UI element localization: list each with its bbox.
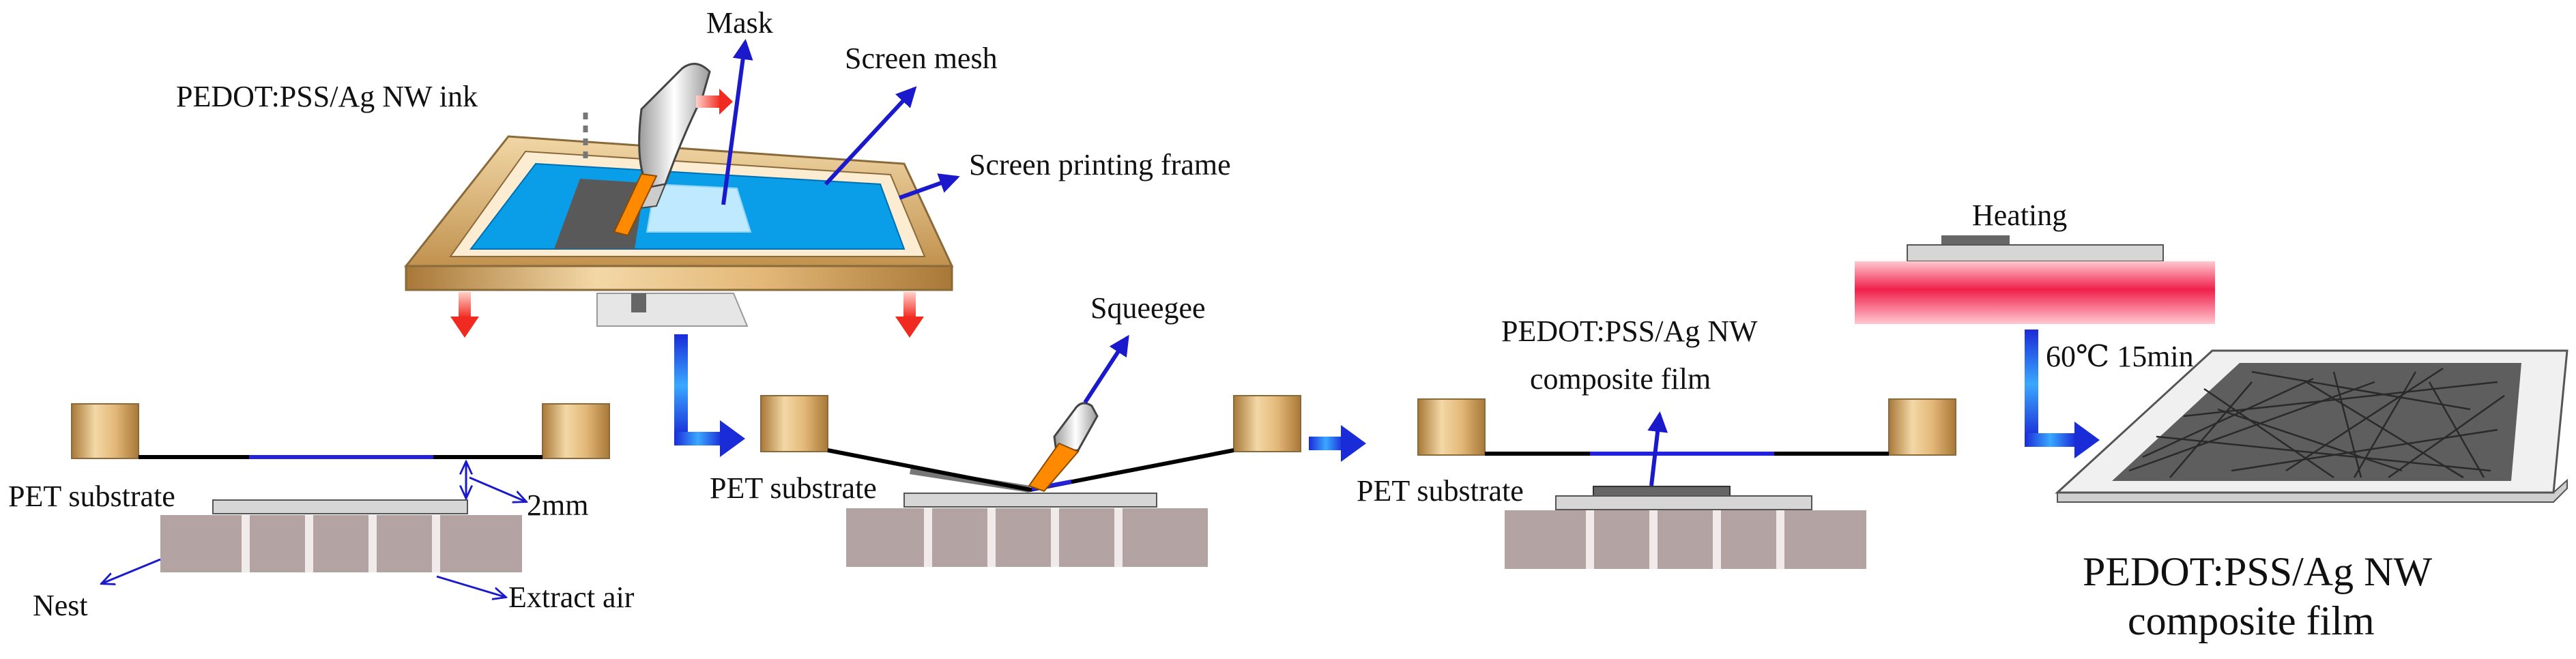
squeegee-label: Squeegee [1090,291,1206,325]
process-arrow-2 [1309,425,1366,462]
frame-block-left-1 [71,403,139,459]
extract-air-label: Extract air [508,581,635,614]
nest-3 [1505,510,1866,569]
frame-lower-arrow-right [895,292,924,338]
composite-film-pointer [1647,411,1668,486]
nest-label: Nest [33,589,88,622]
process-arrow-3 [2025,330,2100,458]
extract-air-pointer [436,575,505,597]
squeegee-pointer [1083,334,1129,404]
heating-condition-label: 60℃ 15min [2046,340,2194,373]
squeegee-2 [1028,402,1099,493]
nest-air-holes-2 [924,508,1123,567]
frame-lower-arrow-left [450,292,479,338]
mask-pointer [721,39,753,205]
squeegee-top [613,63,711,237]
screen-frame-pointer [898,173,960,200]
pet-substrate-3 [1555,495,1812,510]
nest-1 [160,515,522,572]
frame-block-right-1 [542,403,610,459]
heating-substrate [1907,244,2164,262]
nest-air-holes-3 [1586,510,1784,569]
screen-printing-frame-assembly [403,39,960,338]
composite-film-final-label-1: PEDOT:PSS/Ag NW [2083,549,2432,594]
frame-stand-post [631,293,646,312]
frame-block-right-3 [1888,398,1956,456]
frame-block-left-3 [1417,398,1486,456]
pet-substrate-2 [903,493,1157,508]
composite-film-final-label-2: composite film [2128,598,2375,643]
squeegee-motion-arrow [696,89,733,115]
heating-label: Heating [1972,199,2067,232]
frame-block-left-2 [760,395,828,452]
pet-substrate-label-3: PET substrate [1357,474,1524,508]
nest-air-holes-1 [242,515,440,572]
heater-plate [1855,261,2215,324]
nest-pointer [102,558,161,583]
gap-pointer [469,476,525,501]
process-arrow-1 [674,334,745,457]
screen-line-2 [827,448,1234,493]
screen-mesh-pointer [824,86,917,186]
stage-2-printing [760,334,1301,567]
pet-substrate-1 [212,499,468,514]
composite-film-mid-label-1: PEDOT:PSS/Ag NW [1501,314,1758,348]
stage-3-printed [1417,398,1956,569]
heating-film [1941,235,2010,245]
gap-label: 2mm [527,488,588,522]
final-composite-film [2055,349,2568,503]
heating-stage [1855,235,2215,324]
stage-1-setup [71,403,610,597]
screen-mesh-label: Screen mesh [845,42,998,75]
pet-substrate-label-1: PET substrate [8,480,175,513]
silver-nanowire-network [2128,367,2505,479]
frame-block-right-2 [1233,395,1301,452]
nest-2 [846,508,1208,567]
mask-label: Mask [706,6,773,40]
frame-stand [596,293,749,327]
ink-label: PEDOT:PSS/Ag NW ink [176,80,478,113]
frame-front-edge [405,265,953,291]
screen-frame-label: Screen printing frame [969,148,1231,181]
composite-film-printed [1593,486,1731,497]
pet-substrate-label-2: PET substrate [710,471,877,505]
composite-film-mid-label-2: composite film [1530,362,1711,396]
